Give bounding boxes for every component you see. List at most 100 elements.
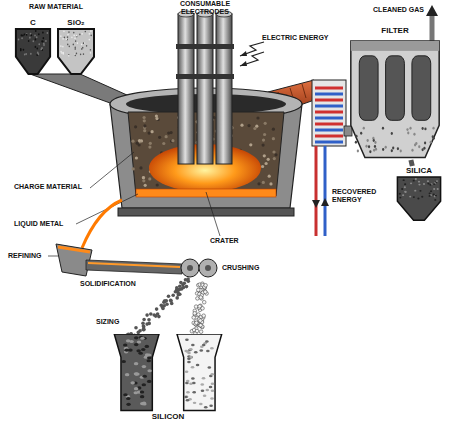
coal-hopper-outline (24, 33, 26, 35)
gas-stack (426, 5, 438, 16)
silicon-bin-outline (189, 356, 193, 358)
crushed-silicon (186, 277, 190, 281)
quartz-hopper-outline (79, 34, 80, 36)
quartz-hopper-outline (73, 44, 74, 46)
coal-hopper-outline (24, 53, 26, 55)
solidification-mold (88, 262, 180, 268)
filter-house-outline (355, 141, 357, 144)
heat-exchanger (315, 94, 343, 142)
coal-hopper-outline (23, 49, 25, 51)
quartz-hopper-outline (56, 28, 96, 76)
silicon-bin-outline (191, 366, 195, 368)
charge-material (148, 132, 151, 135)
crushed-silicon (147, 318, 151, 322)
coal-hopper: C (14, 18, 52, 76)
coal-hopper-outline (38, 53, 40, 55)
filter-house-outline (374, 145, 376, 148)
crushed-silicon (149, 312, 153, 316)
callout-label: REFINING (8, 252, 52, 260)
silica-hopper-outline (429, 195, 431, 197)
crushed-silicon (199, 296, 203, 300)
electrode (197, 14, 213, 164)
charge-material (249, 143, 252, 146)
charge-material (265, 162, 268, 165)
silica-hopper-outline (433, 188, 435, 190)
node-shape (348, 36, 442, 160)
crushed-silicon (197, 288, 201, 292)
silicon-bin-outline (146, 359, 150, 362)
silicon-bin-outline (134, 343, 138, 346)
node-label: SILICON (112, 412, 224, 422)
quartz-hopper-outline (81, 44, 82, 46)
quartz-hopper-outline (80, 53, 81, 55)
crushed-silicon (165, 299, 169, 303)
crushed-silicon (198, 324, 202, 328)
silicon-bin-outline (130, 381, 134, 384)
quartz-hopper-outline (73, 34, 74, 36)
silica-hopper-outline (417, 198, 419, 200)
silicon-bin-outline (184, 396, 188, 398)
lightning-symbol (240, 61, 247, 66)
quartz-hopper-outline (90, 34, 91, 36)
silicon-bin-outline (192, 382, 196, 384)
crushed-silicon (177, 293, 181, 297)
quartz-hopper-outline (86, 45, 87, 47)
node-shape (56, 28, 96, 76)
filter-house-outline (382, 127, 384, 130)
callout-label: CHARGE MATERIAL (14, 183, 94, 191)
filter-house-outline (391, 132, 393, 135)
coal-hopper-outline (21, 34, 23, 36)
silica-hopper-outline (404, 186, 406, 188)
electrode (178, 14, 194, 164)
coal-hopper-outline (41, 40, 43, 42)
filter-house-outline (430, 141, 432, 144)
filter-house-outline (392, 147, 394, 150)
silicon-bin-outline (185, 382, 189, 384)
coal-hopper-outline (35, 38, 37, 40)
quartz-hopper-outline (83, 42, 84, 44)
charge-material (131, 140, 134, 143)
crushed-silicon (198, 305, 202, 309)
charge-material (148, 146, 151, 149)
charge-material (240, 124, 243, 127)
charge-material (142, 176, 145, 179)
silicon-bin-outline (189, 356, 193, 358)
filter-house-outline (412, 56, 431, 120)
silicon-bin-outline (147, 369, 151, 372)
filter-house-outline (422, 127, 424, 130)
crushed-silicon (199, 319, 203, 323)
silica-hopper-outline (404, 183, 406, 185)
crushing-roller (181, 259, 217, 277)
coal-hopper-outline (40, 48, 42, 50)
filter-house-outline (367, 139, 369, 142)
quartz-hopper-outline (74, 37, 75, 39)
silicon-bin-outline (142, 402, 146, 405)
quartz-hopper-outline (90, 52, 91, 54)
coal-hopper-outline (26, 33, 28, 35)
silica-hopper-outline (413, 196, 415, 198)
crushed-silicon (204, 284, 208, 288)
silica-hopper-outline (418, 184, 420, 186)
crushed-silicon (142, 324, 146, 328)
coal-hopper-outline (36, 36, 38, 38)
quartz-hopper-outline (68, 55, 69, 57)
charge-material (165, 135, 168, 138)
crushed-silicon (178, 288, 182, 292)
heat-exchanger (312, 80, 352, 146)
silica-hopper-outline (402, 194, 404, 196)
quartz-hopper-outline (73, 32, 74, 34)
charge-material (257, 182, 260, 185)
charge-material (264, 122, 267, 125)
silica-hopper-outline (433, 194, 435, 196)
crushed-silicon (171, 294, 175, 298)
silicon-bin-outline (210, 397, 214, 399)
filter-house-outline (351, 41, 439, 51)
quartz-hopper-outline (84, 42, 85, 44)
silicon-bin-outline (126, 397, 130, 400)
refining-ladle (58, 247, 90, 252)
quartz-hopper-outline (62, 38, 63, 40)
filter-house-outline (424, 127, 426, 130)
callout-label: CLEANED GAS (360, 6, 424, 14)
silica-hopper-outline (403, 179, 405, 181)
